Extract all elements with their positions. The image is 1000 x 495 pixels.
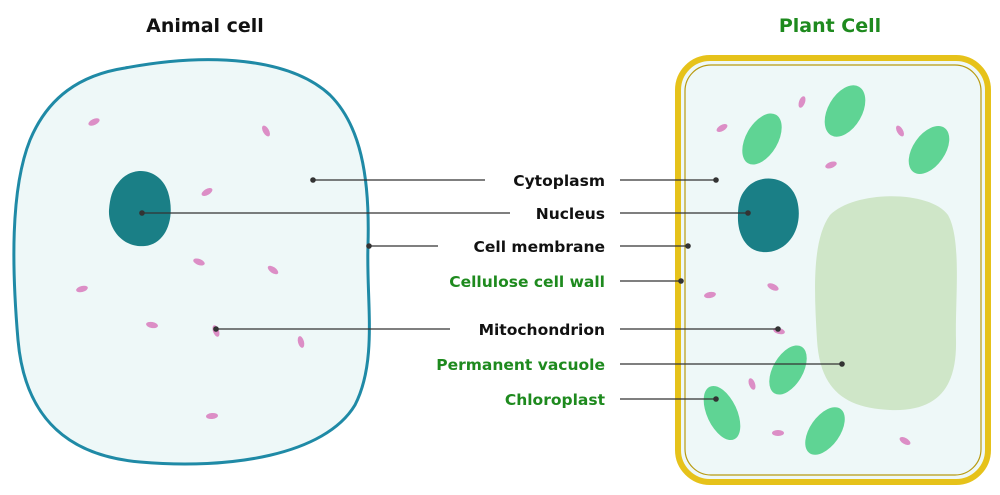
label-cellulose-cell-wall: Cellulose cell wall [449,273,605,291]
mitochondrion-icon [146,321,158,329]
label-cytoplasm: Cytoplasm [513,172,605,190]
leader-dots [139,177,845,402]
chloroplast-icon [769,345,807,395]
mitochondrion-icon [206,412,218,420]
mitochondrion-icon [899,437,911,445]
pointer-dot [745,210,751,216]
labels: Cytoplasm Nucleus Cell membrane Cellulos… [436,172,605,409]
pointer-dot [713,177,719,183]
label-nucleus: Nucleus [536,205,605,223]
label-chloroplast: Chloroplast [505,391,606,409]
mitochondrion-icon [76,285,88,293]
pointer-dot [678,278,684,284]
label-cell-membrane: Cell membrane [474,238,605,256]
plant-cell-title: Plant Cell [779,15,881,37]
mitochondrion-icon [201,188,213,196]
chloroplast-icon [908,126,950,174]
chloroplast-icon [805,407,845,455]
label-mitochondrion: Mitochondrion [479,321,605,339]
chloroplast-icon [824,85,866,137]
mitochondrion-icon [88,118,100,126]
mitochondrion-icon [798,96,806,108]
mitochondrion-icon [825,161,837,169]
mitochondrion-icon [267,265,279,275]
leader-lines [142,179,842,400]
animal-cell [12,58,371,466]
pointer-dot [775,326,781,332]
animal-cell-membrane [12,58,371,466]
mitochondrion-icon [704,291,716,299]
pointer-dot [685,243,691,249]
mitochondrion-icon [716,124,728,132]
mitochondrion-icon [767,283,779,291]
pointer-dot [713,396,719,402]
plant-cell-membrane [684,64,982,476]
label-permanent-vacuole: Permanent vacuole [436,356,605,374]
plant-permanent-vacuole [815,196,957,411]
chloroplast-icon [742,113,782,165]
plant-nucleus [737,178,799,253]
plant-cell [675,55,991,485]
pointer-dot [310,177,316,183]
pointer-dot [139,210,145,216]
pointer-dot [839,361,845,367]
animal-mitochondria [76,118,305,420]
mitochondrion-icon [896,125,904,137]
animal-cell-title: Animal cell [146,15,264,37]
mitochondrion-icon [748,378,756,390]
mitochondrion-icon [772,430,784,436]
pointer-dot [366,243,372,249]
mitochondrion-icon [193,258,205,266]
mitochondrion-icon [297,336,305,348]
pointer-dot [213,326,219,332]
mitochondrion-icon [262,125,270,137]
animal-nucleus [108,171,171,247]
